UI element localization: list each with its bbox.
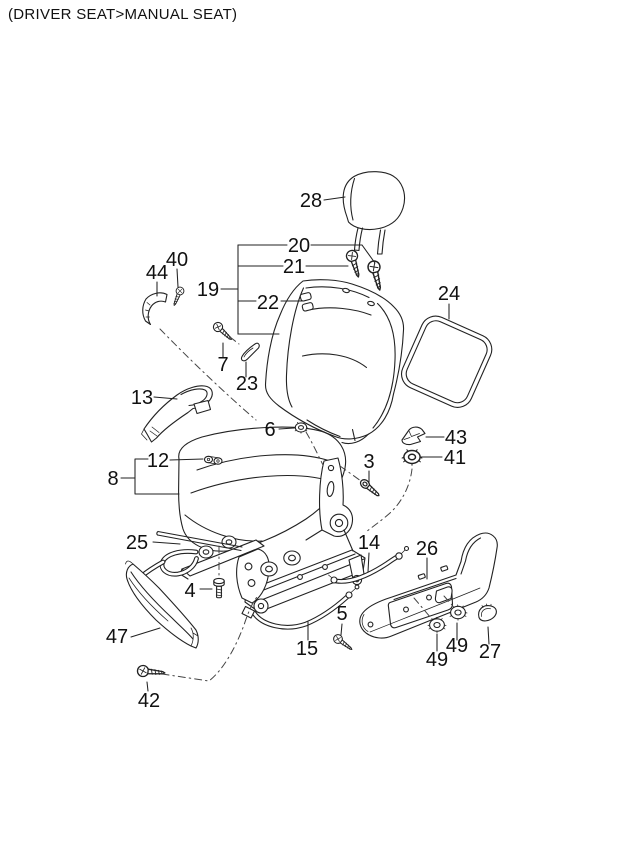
callout-8: 8 (107, 468, 118, 490)
side-shield-26 (359, 532, 498, 639)
cap-27 (478, 603, 497, 622)
seat-back-assembly (264, 279, 405, 445)
callout-49-rear: 49 (446, 635, 468, 657)
callout-24: 24 (438, 283, 460, 305)
nut-41 (401, 448, 423, 466)
screw-21 (344, 248, 365, 280)
back-panel-24 (400, 315, 493, 408)
headrest (342, 171, 406, 255)
callout-25: 25 (126, 532, 148, 554)
callout-7: 7 (217, 354, 228, 376)
callout-47: 47 (106, 626, 128, 648)
callout-23: 23 (236, 373, 258, 395)
callout-27: 27 (479, 641, 501, 663)
screw-5 (331, 632, 356, 654)
callout-12: 12 (147, 450, 169, 472)
page-title: (DRIVER SEAT>MANUAL SEAT) (8, 6, 238, 23)
callout-19: 19 (197, 279, 219, 301)
callout-43: 43 (445, 427, 467, 449)
callout-5: 5 (336, 603, 347, 625)
callout-labels: 28 20 21 19 22 24 44 40 7 23 13 6 3 43 4… (106, 190, 501, 712)
screw-7 (210, 319, 236, 344)
callout-49-front: 49 (426, 649, 448, 671)
recliner-bracket (305, 457, 354, 552)
clip-23 (240, 342, 260, 362)
front-cover-47 (125, 560, 199, 649)
guide-clip-22 (299, 292, 314, 312)
headrest-guide-hole (367, 300, 375, 307)
bolt-4 (213, 577, 225, 599)
callout-6: 6 (264, 419, 275, 441)
callout-3: 3 (363, 451, 374, 473)
clip-43 (401, 426, 426, 446)
callout-21: 21 (283, 256, 305, 278)
headrest-guide-hole (342, 287, 350, 294)
callout-13: 13 (131, 387, 153, 409)
clip-12 (203, 455, 223, 465)
callout-15: 15 (296, 638, 318, 660)
callout-40: 40 (166, 249, 188, 271)
callout-26: 26 (416, 538, 438, 560)
callout-42: 42 (138, 690, 160, 712)
screw-40 (170, 285, 186, 308)
callout-22: 22 (257, 292, 279, 314)
callout-28: 28 (300, 190, 322, 212)
front-bracket (236, 548, 270, 604)
seat-track (179, 535, 366, 614)
callout-20: 20 (288, 235, 310, 257)
cable-15 (241, 584, 360, 630)
bolt-3 (358, 477, 383, 500)
bracket-44 (142, 292, 168, 326)
screw-42 (136, 664, 167, 680)
screw-20 (366, 259, 387, 293)
callout-44: 44 (146, 262, 168, 284)
callout-41: 41 (444, 447, 466, 469)
callout-14: 14 (358, 532, 380, 554)
assembly-dash-lines (159, 328, 453, 682)
callout-4: 4 (184, 580, 195, 602)
cable-14 (328, 545, 410, 584)
leader-lines (120, 196, 490, 692)
